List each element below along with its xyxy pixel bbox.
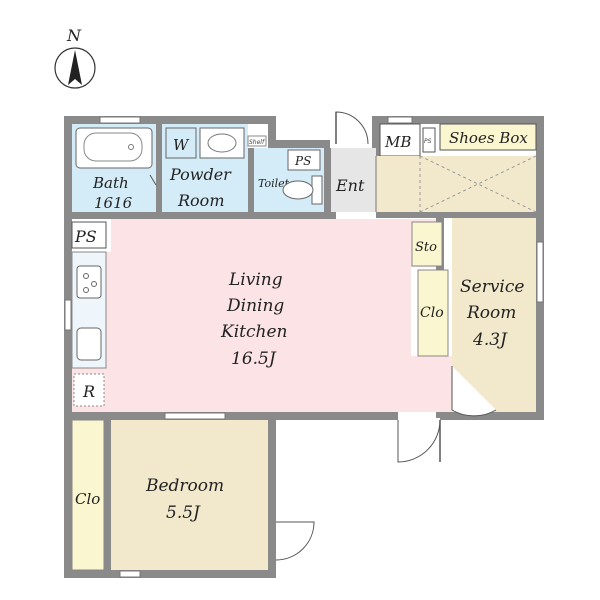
shoes-box [439,123,537,151]
powder-label-1: Powder [169,165,232,184]
ldk-label-3: Kitchen [220,322,287,342]
bedroom-clo-box [71,419,105,571]
bedroom-closet: Clo [71,419,105,571]
bathtub-inner [83,132,143,162]
entrance-label: Ent [335,176,365,195]
washer-label: W [173,136,190,154]
entry-hall [375,155,537,213]
mb-label: MB [384,133,411,151]
bedroom-size: 5.5J [166,503,201,523]
sink-counter [199,127,245,159]
bedroom-floor [111,420,268,570]
service-clo-label: Clo [420,305,444,321]
bathtub-icon [75,127,153,169]
service-room-floor [452,218,536,412]
sto-box [411,221,443,267]
entrance-floor [331,148,376,212]
living-dining-kitchen: PS R Living Dining Kitchen 16.5J [71,219,452,412]
storage-strip: MB PS Shoes Box [379,123,537,157]
kitchen-ps-box [71,221,107,249]
mb-box [379,123,421,157]
service-clo-box [417,269,449,357]
north-arrow-icon [68,50,82,85]
service-room-size: 4.3J [472,330,508,350]
stove-icon [76,265,102,299]
service-room-label-1: Service [460,277,524,297]
washer-box [165,127,197,159]
ldk-label-1: Living [228,270,283,290]
fridge-box [73,373,105,407]
toilet-label: Toilet [258,177,290,190]
compass-circle [54,47,96,89]
kitchen-ps-label: PS [74,227,97,246]
toilet-ps-box [287,149,321,171]
bedroom-door-swing [275,521,315,561]
entrance-door-swing [335,111,369,145]
ldk-floor-lower [411,356,452,412]
bath-label: Bath [92,174,129,192]
compass-north-label: N [66,26,82,45]
bedroom-label: Bedroom [145,476,224,496]
powder-label-2: Room [177,191,224,210]
windows [64,116,544,578]
north-compass: N [54,26,96,89]
ldk-floor-main [111,219,411,412]
ldk-label-2: Dining [226,296,284,316]
service-room: Service Room 4.3J [451,218,536,417]
kitchen-sink-icon [76,327,102,361]
entrance: Ent [331,111,376,212]
toilet-bowl-icon [282,180,314,200]
powder-room: W Shelf Powder Room [162,124,267,212]
shoes-box-label: Shoes Box [449,129,528,147]
service-storage: Sto Clo [411,221,449,357]
bedroom: Bedroom 5.5J [111,420,315,570]
ldk-size: 16.5J [231,349,277,369]
balcony-door-swing [397,419,441,463]
bedroom-clo-label: Clo [75,490,100,508]
toilet-room: PS Toilet [254,148,324,212]
small-ps-label: PS [424,138,432,145]
bath-room: Bath 1616 [72,124,157,212]
toilet-ps-label: PS [294,154,311,168]
sink-icon [207,133,237,153]
bath-size: 1616 [94,194,133,212]
drain-icon [128,144,134,150]
shelf-label: Shelf [249,139,265,146]
service-door-swing [451,366,497,417]
small-ps-box [422,127,436,153]
sto-label: Sto [415,240,437,255]
fridge-label: R [82,382,95,401]
shelf-box [247,135,267,147]
service-room-label-2: Room [466,303,516,323]
entry-hall-floor [376,156,536,212]
